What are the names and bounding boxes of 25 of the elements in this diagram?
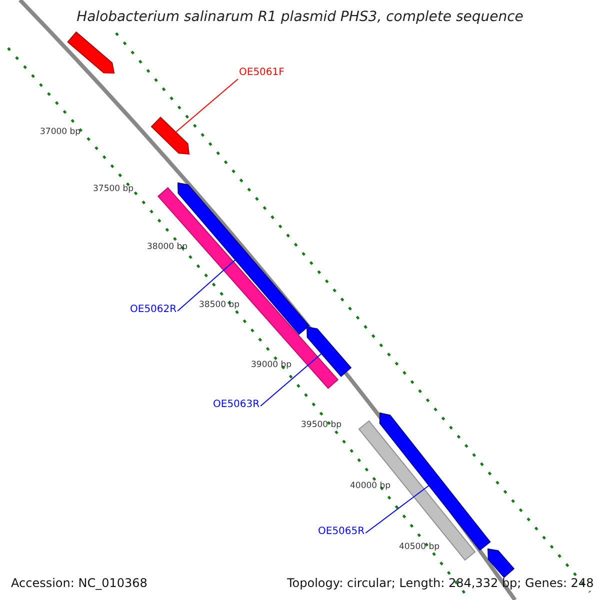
tick-label: 38500 bp: [199, 301, 240, 310]
tick-label: 37500 bp: [93, 185, 134, 194]
leader-line: [365, 484, 430, 534]
tick-label: 39000 bp: [251, 361, 292, 370]
tick-label: 39500 bp: [301, 421, 342, 430]
gene-feature: [379, 412, 491, 551]
gene-feature: [306, 326, 352, 377]
leader-line: [177, 259, 236, 312]
gene-label: OE5065R: [318, 527, 365, 537]
gene-label: OE5061F: [239, 68, 284, 78]
summary-text: Topology: circular; Length: 284,332 bp; Genes: 248: [286, 576, 595, 590]
diagram-title: Halobacterium salinarum R1 plasmid PHS3, complete sequence: [76, 10, 524, 24]
tick-label: 37000 bp: [40, 128, 81, 136]
gene-label: OE5062R: [130, 305, 177, 315]
gene-feature: [177, 182, 310, 335]
accession-text: Accession: NC_010368: [10, 576, 148, 590]
tick-label: 40500 bp: [399, 543, 440, 552]
tick-label: 40000 bp: [350, 482, 391, 490]
tick-label: 38000 bp: [147, 243, 188, 252]
leader-line: [260, 353, 322, 406]
leader-line: [175, 78, 238, 133]
gene-feature: [487, 548, 515, 578]
gene-feature: [67, 31, 115, 74]
gene-label: OE5063R: [213, 400, 260, 410]
gene-feature: [150, 116, 190, 155]
